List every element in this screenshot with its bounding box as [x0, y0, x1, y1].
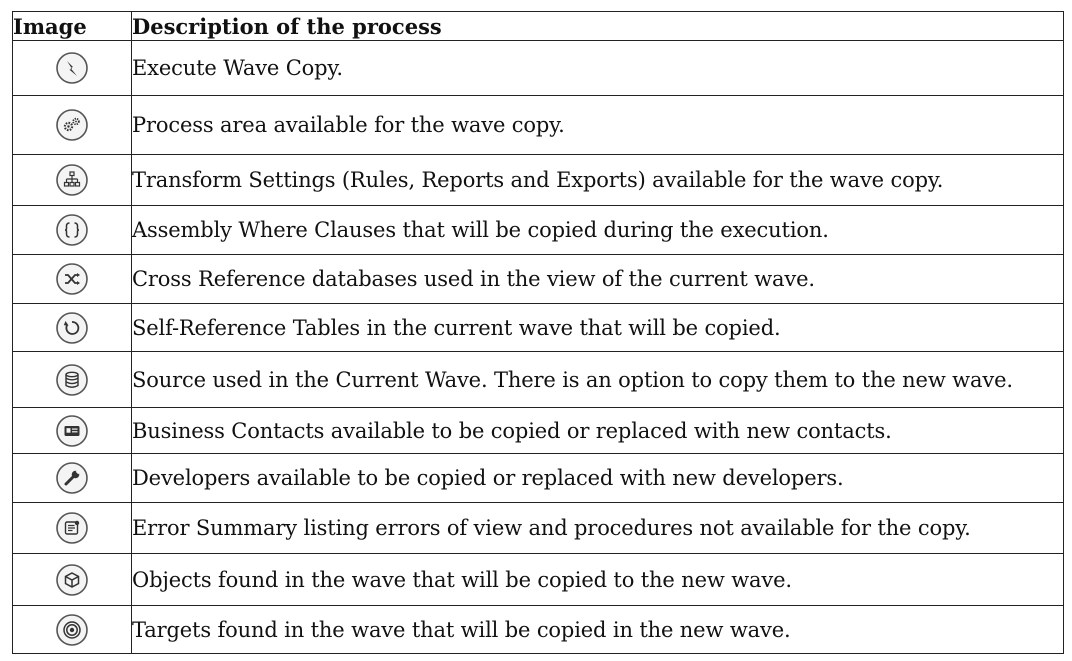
image-cell: [12, 553, 132, 606]
image-cell: [12, 95, 132, 155]
description-cell: Source used in the Current Wave. There i…: [131, 351, 1064, 408]
image-cell: [12, 154, 132, 206]
table-row: Assembly Where Clauses that will be copi…: [12, 205, 1064, 255]
description-cell: Objects found in the wave that will be c…: [131, 553, 1064, 606]
database-icon: [55, 363, 89, 397]
image-cell: [12, 453, 132, 503]
image-cell: [12, 605, 132, 654]
gears-icon: [55, 108, 89, 142]
image-cell: [12, 254, 132, 304]
description-cell: Cross Reference databases used in the vi…: [131, 254, 1064, 304]
table-row: Source used in the Current Wave. There i…: [12, 351, 1064, 408]
wrench-icon: [55, 461, 89, 495]
description-column-header: Description of the process: [131, 11, 1064, 41]
description-cell: Transform Settings (Rules, Reports and E…: [131, 154, 1064, 206]
sitemap-icon: [55, 163, 89, 197]
image-cell: [12, 407, 132, 454]
description-cell: Assembly Where Clauses that will be copi…: [131, 205, 1064, 255]
shuffle-icon: [55, 262, 89, 296]
table-header-row: Image Description of the process: [12, 11, 1064, 41]
image-cell: [12, 205, 132, 255]
table-row: Objects found in the wave that will be c…: [12, 553, 1064, 606]
description-cell: Business Contacts available to be copied…: [131, 407, 1064, 454]
table-row: Process area available for the wave copy…: [12, 95, 1064, 155]
table-row: Cross Reference databases used in the vi…: [12, 254, 1064, 304]
lightning-bolt-icon: [55, 51, 89, 85]
description-cell: Error Summary listing errors of view and…: [131, 502, 1064, 554]
image-column-header: Image: [12, 11, 132, 41]
description-cell: Execute Wave Copy.: [131, 40, 1064, 96]
process-table: Image Description of the process Execute…: [12, 11, 1064, 654]
cube-icon: [55, 563, 89, 597]
image-cell: [12, 303, 132, 352]
table-row: Developers available to be copied or rep…: [12, 453, 1064, 503]
table-row: Execute Wave Copy.: [12, 40, 1064, 96]
description-cell: Targets found in the wave that will be c…: [131, 605, 1064, 654]
refresh-icon: [55, 311, 89, 345]
table-row: Self-Reference Tables in the current wav…: [12, 303, 1064, 352]
curly-braces-icon: [55, 213, 89, 247]
table-row: Transform Settings (Rules, Reports and E…: [12, 154, 1064, 206]
description-cell: Process area available for the wave copy…: [131, 95, 1064, 155]
contact-card-icon: [55, 414, 89, 448]
table-row: Targets found in the wave that will be c…: [12, 605, 1064, 654]
image-cell: [12, 351, 132, 408]
description-cell: Developers available to be copied or rep…: [131, 453, 1064, 503]
image-cell: [12, 40, 132, 96]
table-row: Error Summary listing errors of view and…: [12, 502, 1064, 554]
table-row: Business Contacts available to be copied…: [12, 407, 1064, 454]
error-summary-icon: [55, 511, 89, 545]
target-icon: [55, 613, 89, 647]
image-cell: [12, 502, 132, 554]
description-cell: Self-Reference Tables in the current wav…: [131, 303, 1064, 352]
